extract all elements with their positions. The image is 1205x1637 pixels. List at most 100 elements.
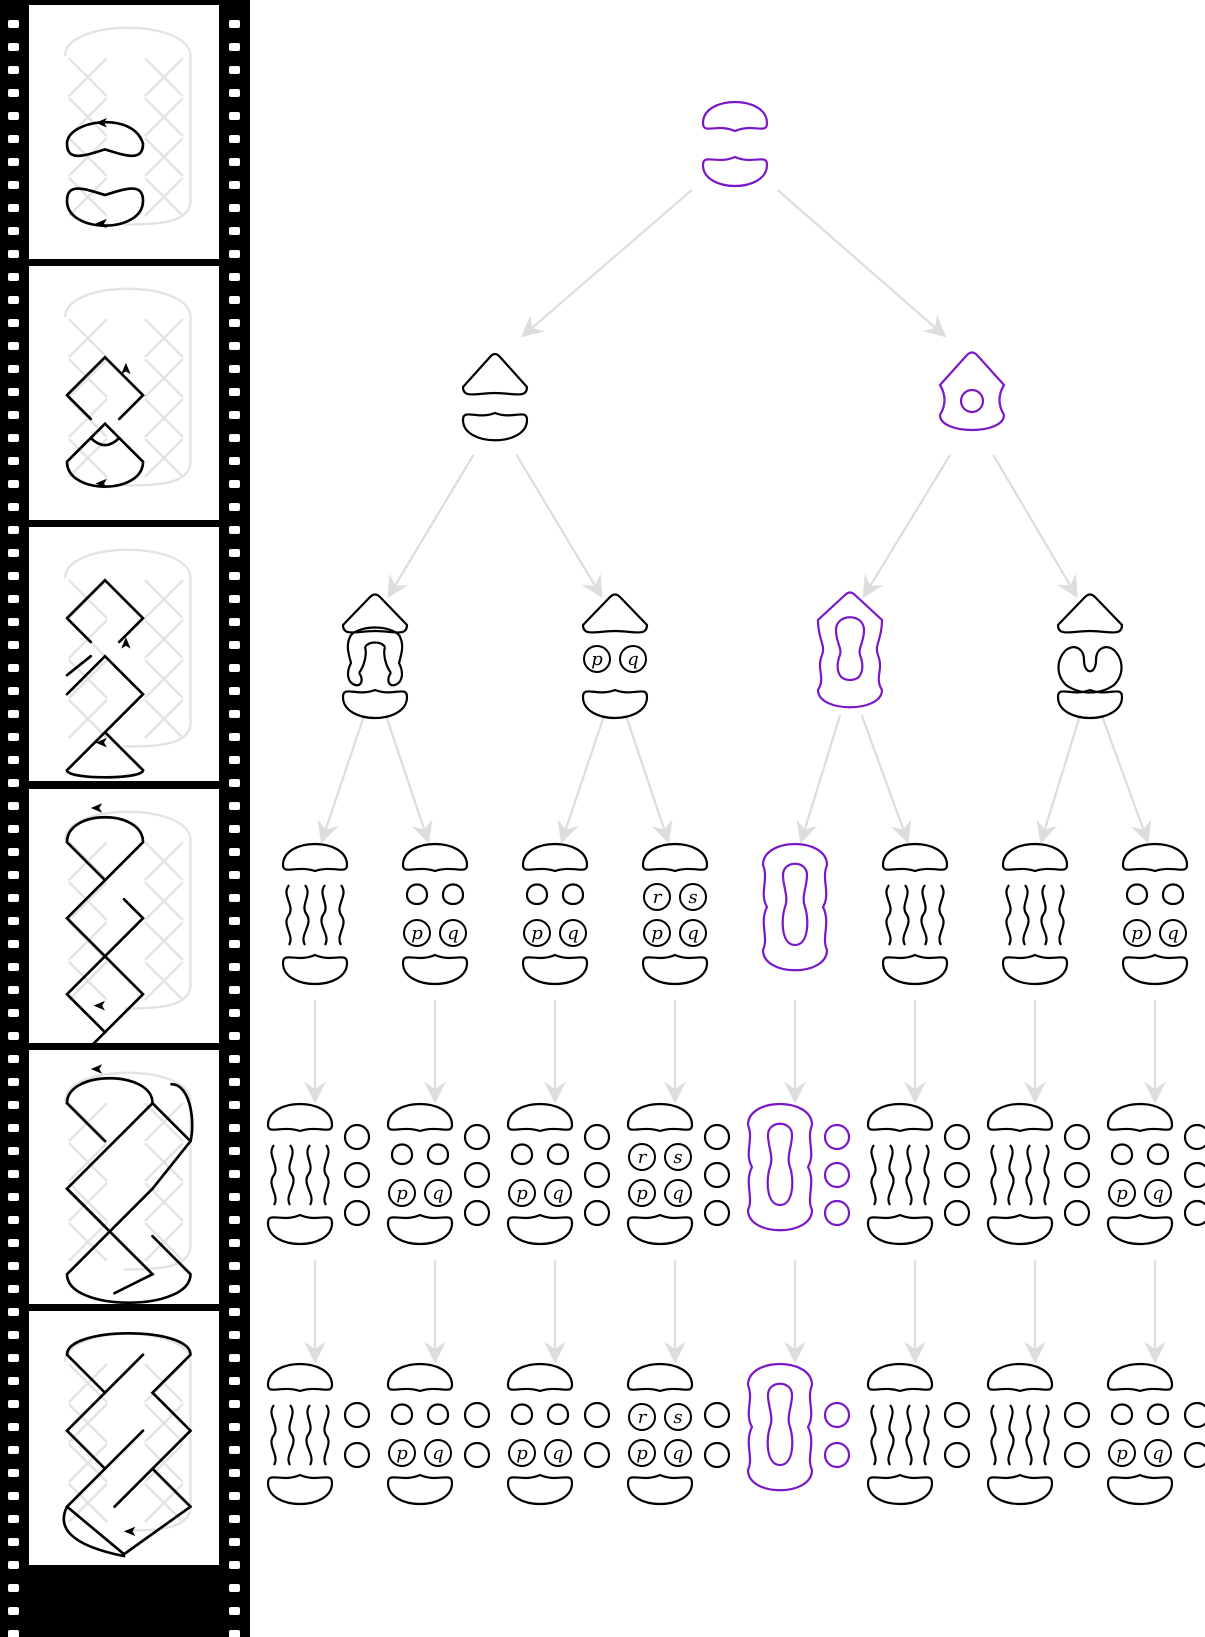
- film-frame: [29, 527, 219, 781]
- top-loop: [988, 1364, 1052, 1391]
- sprocket-hole: [8, 66, 19, 74]
- state-node: pq: [1108, 1364, 1205, 1504]
- top-loop: [388, 1104, 452, 1131]
- sprocket-hole: [8, 1239, 19, 1247]
- sprocket-hole: [229, 135, 240, 143]
- middle-loop: [407, 885, 463, 905]
- sprocket-hole: [8, 825, 19, 833]
- sprocket-hole: [229, 319, 240, 327]
- bottom-loop: [268, 1215, 332, 1244]
- top-loop: [508, 1104, 572, 1131]
- middle-loop: [1112, 1405, 1168, 1425]
- middle-strands: [871, 1405, 928, 1465]
- transition-arrow: [1042, 715, 1081, 840]
- circle-label: q: [432, 1443, 444, 1464]
- free-circle: [1065, 1163, 1089, 1187]
- bottom-loop: [523, 955, 587, 984]
- sprocket-hole: [8, 457, 19, 465]
- sprocket-hole: [8, 388, 19, 396]
- top-loop: [283, 844, 347, 871]
- top-loop: [268, 1364, 332, 1391]
- top-loop: [523, 844, 587, 871]
- circle-label: q: [627, 649, 639, 670]
- circle-label: q: [672, 1443, 684, 1464]
- sprocket-hole: [8, 89, 19, 97]
- circle-label: p: [1131, 923, 1143, 944]
- sprocket-hole: [229, 503, 240, 511]
- transition-arrow: [778, 190, 944, 335]
- sprocket-hole: [229, 43, 240, 51]
- transition-arrow: [524, 190, 692, 335]
- transition-arrow: [626, 715, 668, 840]
- free-circle: [825, 1443, 849, 1467]
- sprocket-hole: [229, 779, 240, 787]
- sprocket-hole: [229, 1630, 240, 1637]
- free-circle: [345, 1443, 369, 1467]
- top-loop: [1108, 1104, 1172, 1131]
- bottom-loop: [643, 955, 707, 984]
- state-node: [703, 102, 767, 186]
- circle-label: s: [673, 1407, 682, 1428]
- sprocket-hole: [229, 388, 240, 396]
- circle-label: p: [636, 1443, 648, 1464]
- top-loop: [1058, 595, 1122, 633]
- middle-loop: [1059, 647, 1122, 692]
- bottom-loop: [868, 1215, 932, 1244]
- circle-label: q: [687, 923, 699, 944]
- sprocket-hole: [8, 227, 19, 235]
- bottom-loop: [583, 690, 647, 718]
- state-node: [868, 1364, 969, 1504]
- circle-label: s: [673, 1147, 682, 1168]
- sprocket-hole: [8, 1515, 19, 1523]
- state-node: pq: [583, 595, 647, 719]
- circle-label: q: [567, 923, 579, 944]
- state-node: [1003, 844, 1067, 984]
- state-node: [883, 844, 947, 984]
- sprocket-hole: [229, 1193, 240, 1201]
- sprocket-hole: [8, 1009, 19, 1017]
- circle-label: p: [396, 1443, 408, 1464]
- sprocket-hole: [8, 296, 19, 304]
- inner-loop: [961, 390, 983, 412]
- sprocket-hole: [229, 1515, 240, 1523]
- state-tree: pqpqpqrspqpqpqpqrspqpqpqpqrspqpq: [250, 0, 1205, 1637]
- free-circle: [465, 1443, 489, 1467]
- state-node: pq: [1108, 1104, 1205, 1244]
- sprocket-hole: [229, 1055, 240, 1063]
- circle-label: q: [1152, 1183, 1164, 1204]
- sprocket-hole: [8, 365, 19, 373]
- middle-strands: [991, 1145, 1048, 1205]
- free-circle: [705, 1125, 729, 1149]
- filmstrip: [0, 0, 250, 1637]
- sprocket-hole: [8, 1469, 19, 1477]
- sprocket-hole: [8, 1377, 19, 1385]
- sprocket-hole: [229, 1377, 240, 1385]
- sprocket-hole: [8, 756, 19, 764]
- state-node: [988, 1364, 1089, 1504]
- free-circle: [825, 1403, 849, 1427]
- top-loop: [463, 354, 527, 395]
- free-circle: [585, 1163, 609, 1187]
- sprocket-hole: [229, 940, 240, 948]
- bottom-loop: [1003, 955, 1067, 984]
- circle-label: p: [636, 1183, 648, 1204]
- sprocket-hole: [229, 1101, 240, 1109]
- top-loop: [868, 1104, 932, 1131]
- bottom-loop: [1058, 690, 1122, 718]
- sprocket-hole: [8, 1078, 19, 1086]
- bottom-loop: [703, 157, 767, 186]
- free-circle: [945, 1443, 969, 1467]
- circle-label: s: [688, 887, 697, 908]
- sprocket-hole: [229, 848, 240, 856]
- free-circle: [1185, 1403, 1205, 1427]
- circle-label: p: [411, 923, 423, 944]
- sprocket-hole: [8, 158, 19, 166]
- free-circle: [585, 1403, 609, 1427]
- sprocket-hole: [8, 687, 19, 695]
- sprocket-hole: [229, 526, 240, 534]
- sprocket-hole: [8, 204, 19, 212]
- sprocket-hole: [8, 1331, 19, 1339]
- free-circle: [1185, 1443, 1205, 1467]
- free-circle: [585, 1125, 609, 1149]
